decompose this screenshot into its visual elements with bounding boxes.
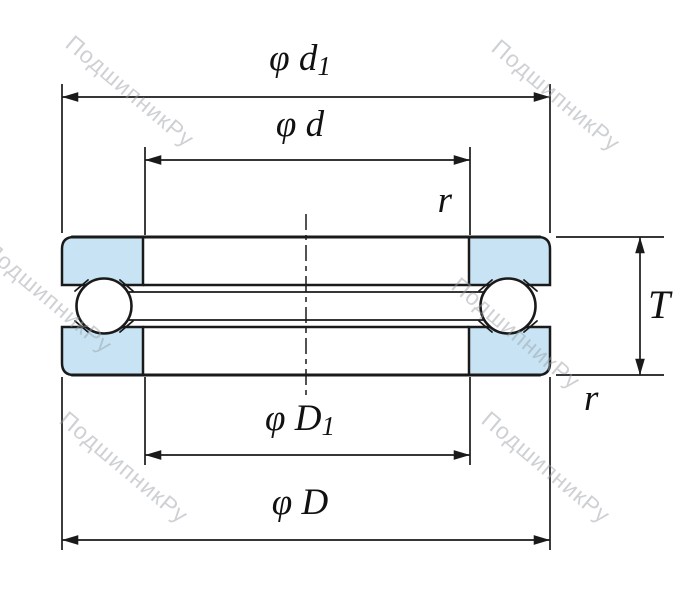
dim-label-d: φ d [276, 104, 325, 145]
ball-right [479, 277, 537, 335]
dim-label-D1-sub: 1 [321, 411, 335, 441]
watermark-text: ПодшипникРу [61, 30, 200, 152]
cage-tab-right-ball-top-left [478, 279, 493, 292]
cage-tab-right-ball-bottom-left [478, 320, 493, 333]
dim-label-D: φ D [272, 482, 329, 523]
dimension-lines [62, 92, 645, 545]
watermark-text: ПодшипникРу [487, 34, 626, 156]
extension-lines [61, 84, 664, 550]
cage-tab-right-ball-bottom-right [523, 320, 538, 333]
cage-tab-left-ball-top-left [74, 279, 89, 292]
cage-tab-left-ball-bottom-left [74, 320, 89, 333]
bearing-cross-section [60, 214, 552, 400]
dimension-labels: φ d1 φ d r T r φ D1 φ D [265, 38, 673, 523]
cage-tab-right-ball-top-right [523, 279, 538, 292]
dim-label-d1-main: φ d [269, 38, 318, 79]
cage-tab-left-ball-top-right [119, 279, 134, 292]
dim-label-r-outer: r [584, 378, 599, 419]
dim-label-D1-main: φ D [265, 398, 322, 439]
dim-label-D1: φ D1 [265, 398, 335, 441]
dim-label-T: T [648, 282, 673, 327]
dim-label-d1: φ d1 [269, 38, 331, 81]
dim-label-d1-sub: 1 [317, 51, 331, 81]
watermark-text: ПодшипникРу [477, 406, 616, 528]
ball-left [75, 277, 133, 335]
cage-tab-left-ball-bottom-right [119, 320, 134, 333]
dim-label-r-inner: r [438, 180, 453, 221]
watermark-text: ПодшипникРу [55, 406, 194, 528]
